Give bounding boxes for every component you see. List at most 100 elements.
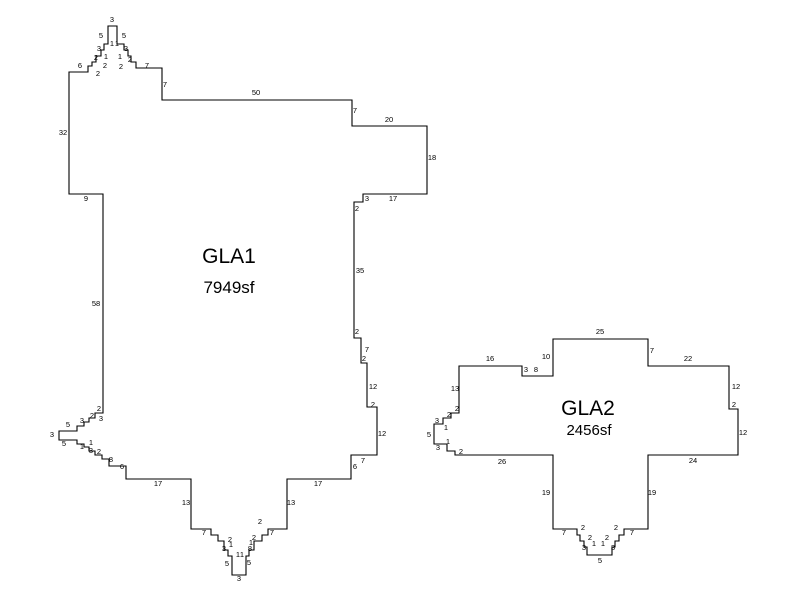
- dim-label: 7: [562, 528, 566, 537]
- dim-label: 2: [90, 411, 94, 420]
- area-name: GLA1: [202, 245, 256, 268]
- dim-label: 1: [110, 39, 114, 48]
- dim-label: 9: [84, 194, 88, 203]
- dim-label: 2: [119, 62, 123, 71]
- dim-label: 3: [582, 543, 586, 552]
- dim-label: 5: [99, 31, 103, 40]
- dim-label: 3: [436, 443, 440, 452]
- dim-label: 1: [240, 550, 244, 559]
- dim-label: 17: [154, 479, 162, 488]
- dim-label: 7: [145, 61, 149, 70]
- dim-label: 3: [89, 446, 93, 455]
- dim-label: 17: [314, 479, 322, 488]
- dim-label: 7: [163, 80, 167, 89]
- area-size: 2456sf: [566, 422, 612, 439]
- dim-label: 3: [222, 544, 226, 553]
- dim-label: 1: [592, 539, 596, 548]
- dim-label: 3: [524, 365, 528, 374]
- dim-label: 2: [605, 533, 609, 542]
- dim-label: 8: [534, 365, 538, 374]
- dim-label: 1: [601, 539, 605, 548]
- dim-label: 8: [248, 544, 252, 553]
- dim-label: 2: [455, 404, 459, 413]
- gla2-outline: [433, 338, 739, 556]
- dim-label: 35: [356, 266, 364, 275]
- dim-label: 7: [353, 106, 357, 115]
- dim-label: 3: [435, 416, 439, 425]
- dim-label: 58: [92, 299, 100, 308]
- dim-label: 1: [104, 52, 108, 61]
- gla1-outline: [58, 25, 428, 576]
- dim-label: 5: [598, 556, 602, 565]
- dim-label: 2: [96, 69, 100, 78]
- dim-label: 3: [124, 44, 128, 53]
- dim-label: 50: [252, 88, 260, 97]
- dim-label: 2: [252, 533, 256, 542]
- dim-label: 2: [581, 523, 585, 532]
- dim-label: 2: [128, 55, 132, 64]
- dim-label: 7: [630, 528, 634, 537]
- dim-label: 1: [446, 437, 450, 446]
- dim-label: 1: [118, 52, 122, 61]
- dim-label: 3: [365, 194, 369, 203]
- dim-label: 13: [182, 498, 190, 507]
- dim-label: 1: [80, 442, 84, 451]
- dim-label: 2: [459, 447, 463, 456]
- dim-label: 2: [588, 533, 592, 542]
- dim-label: 13: [451, 384, 459, 393]
- dim-label: 2: [258, 517, 262, 526]
- dim-label: 3: [611, 543, 615, 552]
- dim-label: 6: [78, 61, 82, 70]
- dim-label: 2: [732, 400, 736, 409]
- dim-label: 1: [89, 438, 93, 447]
- dim-label: 12: [369, 382, 377, 391]
- dim-label: 5: [122, 31, 126, 40]
- dim-label: 5: [225, 559, 229, 568]
- dim-label: 6: [120, 462, 124, 471]
- dim-label: 3: [97, 44, 101, 53]
- dim-label: 24: [689, 456, 697, 465]
- dim-label: 19: [542, 488, 550, 497]
- dim-label: 18: [428, 153, 436, 162]
- dim-label: 7: [361, 456, 365, 465]
- dim-label: 10: [542, 352, 550, 361]
- dim-label: 3: [80, 416, 84, 425]
- dim-label: 25: [596, 327, 604, 336]
- dim-label: 2: [97, 447, 101, 456]
- dim-label: 2: [371, 400, 375, 409]
- dim-label: 19: [648, 488, 656, 497]
- dim-label: 2: [103, 61, 107, 70]
- dim-label: 12: [378, 429, 386, 438]
- dim-label: 16: [486, 354, 494, 363]
- dim-label: 1: [444, 423, 448, 432]
- dim-label: 3: [99, 414, 103, 423]
- dim-label: 22: [684, 354, 692, 363]
- dim-label: 5: [247, 558, 251, 567]
- area-name: GLA2: [561, 397, 615, 420]
- dim-label: 1: [249, 538, 253, 547]
- dim-label: 3: [110, 15, 114, 24]
- dim-label: 17: [389, 194, 397, 203]
- dim-label: 8: [109, 455, 113, 464]
- dim-label: 5: [66, 420, 70, 429]
- dim-label: 2: [94, 53, 98, 62]
- dim-label: 2: [97, 404, 101, 413]
- dim-label: 12: [732, 382, 740, 391]
- dim-label: 2: [355, 327, 359, 336]
- dim-label: 5: [62, 439, 66, 448]
- dim-label: 7: [270, 528, 274, 537]
- dim-label: 13: [287, 498, 295, 507]
- area-gla2: 25 10 7 22 16 3 8 13 12 2 12 2 2 3 5 1 1…: [427, 327, 747, 565]
- dim-label: 7: [365, 345, 369, 354]
- dim-label: 1: [115, 39, 119, 48]
- dim-label: 6: [353, 462, 357, 471]
- dim-label: 1: [229, 540, 233, 549]
- dim-label: 2: [228, 535, 232, 544]
- dim-label: 2: [355, 204, 359, 213]
- dim-label: 2: [362, 354, 366, 363]
- dim-label: 3: [50, 430, 54, 439]
- dim-label: 7: [202, 528, 206, 537]
- dim-label: 2: [614, 523, 618, 532]
- dim-label: 5: [427, 430, 431, 439]
- dim-label: 1: [236, 550, 240, 559]
